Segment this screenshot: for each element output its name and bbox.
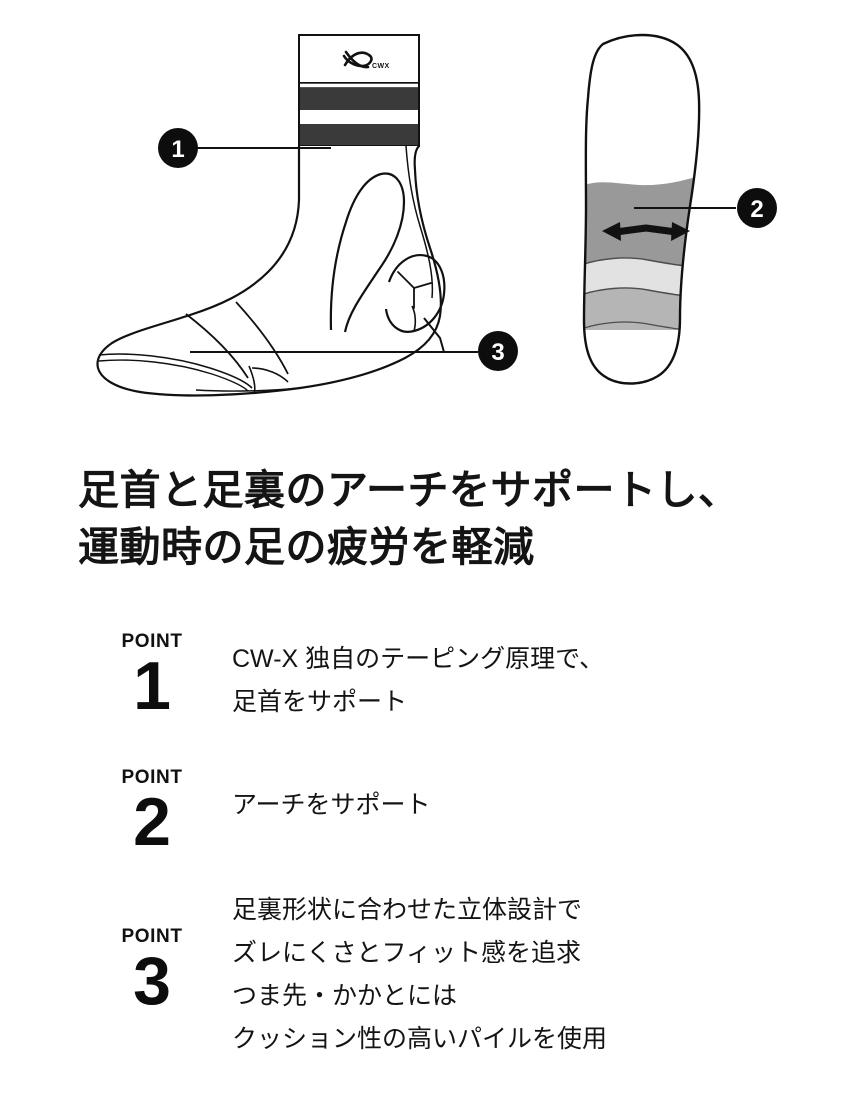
point-item-3: POINT 3 足裏形状に合わせた立体設計で ズレにくさとフィット感を追求 つま… [78,885,798,1075]
point-item-2: POINT 2 アーチをサポート [78,750,798,885]
heel-cup-panel [384,254,446,333]
callout-badge-2[interactable]: 2 [737,188,777,228]
cwx-x-logo: CWX [342,50,390,70]
sole-bands [584,174,700,332]
point-2-marker: POINT 2 [78,750,226,860]
callout-badge-3-label: 3 [491,339,504,366]
point-1-line-1: CW-X 独自のテーピング原理で、 [232,645,605,673]
callout-badge-3[interactable]: 3 [478,331,518,371]
sock-sole-view: 2 [582,33,777,385]
callout-badge-1[interactable]: 1 [158,128,198,168]
sock-body-outline [96,145,442,397]
point-3-number: 3 [133,943,171,1019]
instep-support-panel [329,172,406,333]
sole-edge-line [195,387,301,392]
headline: 足首と足裏のアーチをサポートし、 運動時の足の疲労を軽減 [78,462,808,575]
point-2-body: アーチをサポート [226,750,798,827]
point-1-word: POINT [121,631,183,652]
point-3-marker: POINT 3 [78,885,226,1019]
point-1-number: 1 [133,648,171,724]
point-1-body: CW-X 独自のテーピング原理で、 足首をサポート [226,622,798,724]
headline-line-2: 運動時の足の疲労を軽減 [78,523,535,570]
point-3-line-2: ズレにくさとフィット感を追求 [232,939,582,967]
point-3-word: POINT [121,926,183,947]
point-1-marker: POINT 1 [78,622,226,724]
headline-line-1: 足首と足裏のアーチをサポートし、 [78,467,740,513]
arch-band-dark [584,174,700,266]
callout-3-branch [423,317,445,353]
forefoot-panel [98,301,289,395]
point-1-line-2: 足首をサポート [232,688,408,716]
achilles-seam [405,145,434,299]
points-list: POINT 1 CW-X 独自のテーピング原理で、 足首をサポート POINT … [78,622,798,1075]
arch-band-light [584,258,700,296]
callout-badge-1-label: 1 [171,136,184,163]
sole-outline [582,33,701,385]
arch-band-medium [584,288,700,330]
point-3-line-3: つま先・かかとには [232,982,458,1010]
point-3-body: 足裏形状に合わせた立体設計で ズレにくさとフィット感を追求 つま先・かかとには … [226,885,798,1061]
point-2-word: POINT [121,767,183,788]
product-illustration: CWX [0,0,860,430]
point-3-line-1: 足裏形状に合わせた立体設計で [232,896,583,924]
point-2-number: 2 [133,784,171,860]
point-3-line-4: クッション性の高いパイルを使用 [232,1025,608,1053]
svg-text:CWX: CWX [372,63,390,70]
point-item-1: POINT 1 CW-X 独自のテーピング原理で、 足首をサポート [78,622,798,750]
point-2-line-1: アーチをサポート [232,791,431,819]
double-headed-arrow-icon [602,222,690,241]
callout-badge-2-label: 2 [750,196,763,223]
sock-side-view: CWX [96,34,518,397]
sock-cuff: CWX [298,34,420,147]
